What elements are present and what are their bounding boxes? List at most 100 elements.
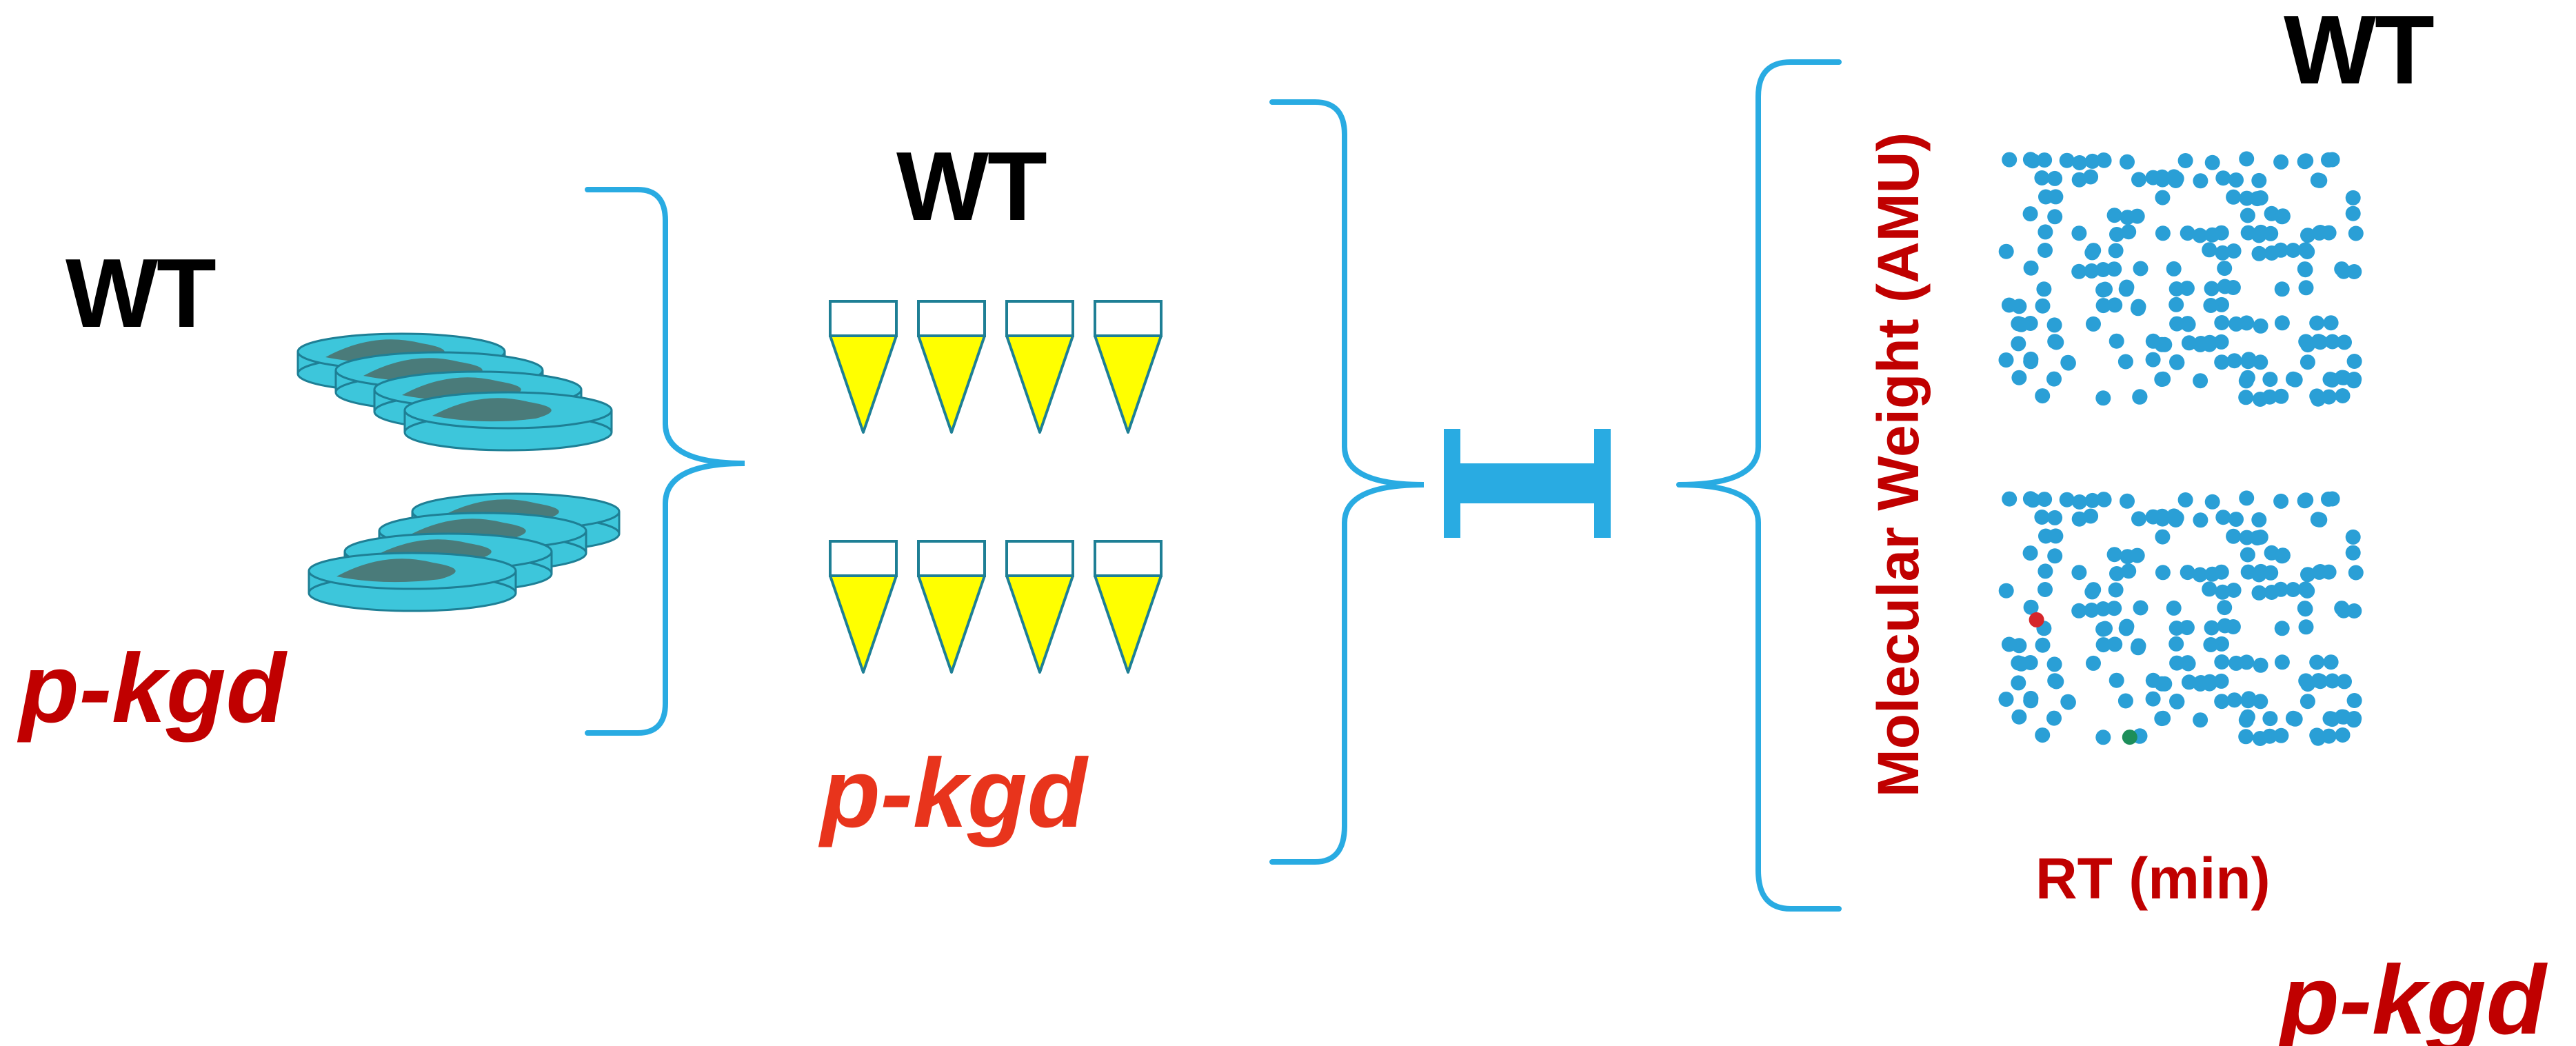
ms-feature-dot bbox=[2060, 492, 2075, 507]
ms-feature-dot bbox=[2313, 334, 2328, 350]
ms-feature-dot bbox=[2107, 297, 2122, 312]
ms-feature-dot bbox=[1999, 244, 2014, 259]
ms-feature-dot bbox=[2037, 224, 2053, 239]
ms-feature-dot bbox=[2275, 315, 2290, 330]
y-axis-label: Molecular Weight (AMU) bbox=[1869, 132, 1927, 797]
ms-feature-dot bbox=[2023, 316, 2038, 331]
ms-feature-dot bbox=[2029, 612, 2044, 627]
ms-feature-dot bbox=[2037, 563, 2053, 579]
ms-feature-dot bbox=[2035, 638, 2051, 653]
ms-feature-dot bbox=[2107, 636, 2122, 652]
ms-feature-dot bbox=[2335, 727, 2351, 743]
ms-feature-dot bbox=[2072, 512, 2087, 527]
x-axis-label: RT (min) bbox=[2035, 849, 2271, 907]
ms-feature-dot bbox=[2202, 581, 2217, 596]
ms-feature-dot bbox=[2240, 191, 2255, 206]
ms-feature-dot bbox=[2298, 262, 2313, 277]
ms-feature-dot bbox=[2131, 299, 2146, 314]
ms-feature-dot bbox=[2241, 565, 2256, 580]
ms-feature-dot bbox=[2251, 173, 2266, 188]
ms-feature-dot bbox=[2109, 583, 2124, 598]
ms-feature-dot bbox=[2023, 152, 2038, 167]
ms-feature-dot bbox=[2253, 190, 2268, 205]
ms-feature-dot bbox=[2155, 565, 2171, 580]
ms-feature-dot bbox=[2214, 694, 2229, 709]
ms-feature-dot bbox=[2023, 491, 2038, 506]
ms-feature-dot bbox=[2166, 169, 2182, 184]
ms-feature-dot bbox=[2226, 190, 2241, 205]
ms-feature-dot bbox=[2300, 694, 2315, 709]
ms-feature-dot bbox=[2037, 582, 2053, 597]
ms-feature-dot bbox=[2047, 656, 2062, 672]
ms-feature-dot bbox=[2203, 637, 2218, 652]
ms-feature-dot bbox=[2095, 390, 2111, 405]
ms-feature-dot bbox=[2023, 655, 2038, 670]
ms-feature-dot bbox=[2311, 172, 2326, 188]
ms-feature-dot bbox=[2118, 354, 2133, 370]
ms-feature-map-icon bbox=[1999, 490, 2364, 746]
ms-feature-dot bbox=[2120, 549, 2135, 564]
ms-feature-dot bbox=[2217, 618, 2233, 634]
ms-feature-dot bbox=[2035, 299, 2051, 314]
ms-feature-dot bbox=[2346, 190, 2361, 205]
ms-feature-dot bbox=[2205, 155, 2220, 170]
ms-feature-dot bbox=[2085, 493, 2100, 508]
ms-feature-dot bbox=[2035, 388, 2050, 403]
ms-feature-dot bbox=[2037, 492, 2052, 507]
ms-feature-dot bbox=[2095, 283, 2111, 298]
ms-feature-dot bbox=[2325, 152, 2340, 168]
ms-feature-dot bbox=[2024, 261, 2039, 276]
bracket-icon bbox=[587, 190, 745, 733]
ms-feature-dot bbox=[2275, 621, 2290, 636]
ms-feature-dot bbox=[2253, 658, 2268, 673]
ms-feature-dot bbox=[2202, 242, 2217, 257]
ms-feature-dot bbox=[2072, 155, 2087, 170]
bracket-icon bbox=[1272, 102, 1424, 862]
ms-feature-dot bbox=[2157, 337, 2172, 352]
ms-feature-dot bbox=[2214, 354, 2229, 370]
ms-feature-dot bbox=[2107, 547, 2122, 562]
ms-feature-dot bbox=[2337, 334, 2352, 350]
ms-feature-dot bbox=[2180, 655, 2195, 670]
ms-feature-dot bbox=[2121, 563, 2136, 579]
sample-tube-icon bbox=[918, 301, 985, 432]
stage1-kgd-label: p-kgd bbox=[19, 640, 285, 738]
ms-feature-dot bbox=[2202, 335, 2217, 350]
ms-feature-dot bbox=[2072, 172, 2087, 188]
ms-feature-dot bbox=[2118, 694, 2133, 709]
ms-feature-dot bbox=[2023, 545, 2038, 561]
ms-feature-dot bbox=[2252, 246, 2267, 261]
ms-feature-dot bbox=[2120, 210, 2135, 225]
ms-feature-dot bbox=[2297, 154, 2313, 169]
ms-feature-dot bbox=[2239, 490, 2254, 505]
ms-feature-dot bbox=[2239, 315, 2254, 330]
ms-feature-dot bbox=[2275, 281, 2290, 296]
ms-feature-dot bbox=[2037, 243, 2053, 258]
ms-feature-dot bbox=[2298, 581, 2313, 596]
ms-feature-dot bbox=[2242, 691, 2257, 706]
ms-feature-dot bbox=[2238, 729, 2253, 744]
ms-feature-dot bbox=[2309, 316, 2324, 331]
ms-feature-dot bbox=[2337, 674, 2352, 689]
ms-feature-dot bbox=[2273, 494, 2288, 509]
ms-feature-dot bbox=[2133, 261, 2149, 276]
ms-feature-dot bbox=[2047, 334, 2062, 349]
ms-feature-dot bbox=[2095, 730, 2111, 745]
ms-feature-dot bbox=[2217, 279, 2233, 294]
sample-tube-icon bbox=[1007, 301, 1073, 432]
ms-feature-dot bbox=[2299, 619, 2314, 634]
ms-feature-dot bbox=[2275, 548, 2291, 563]
ms-feature-dot bbox=[2047, 171, 2062, 186]
ms-feature-dot bbox=[2215, 510, 2231, 525]
ms-feature-dot bbox=[2298, 601, 2313, 616]
ms-feature-dot bbox=[2157, 676, 2172, 692]
ms-feature-dot bbox=[2109, 243, 2124, 259]
ms-feature-dot bbox=[1999, 692, 2014, 707]
ms-feature-dot bbox=[2193, 512, 2208, 527]
ms-feature-dot bbox=[2202, 674, 2217, 690]
ms-feature-dot bbox=[2023, 206, 2038, 221]
ms-feature-dot bbox=[2204, 281, 2220, 296]
ms-feature-dot bbox=[2071, 603, 2086, 618]
ms-feature-dot bbox=[2214, 315, 2229, 330]
ms-feature-dot bbox=[2309, 388, 2324, 403]
